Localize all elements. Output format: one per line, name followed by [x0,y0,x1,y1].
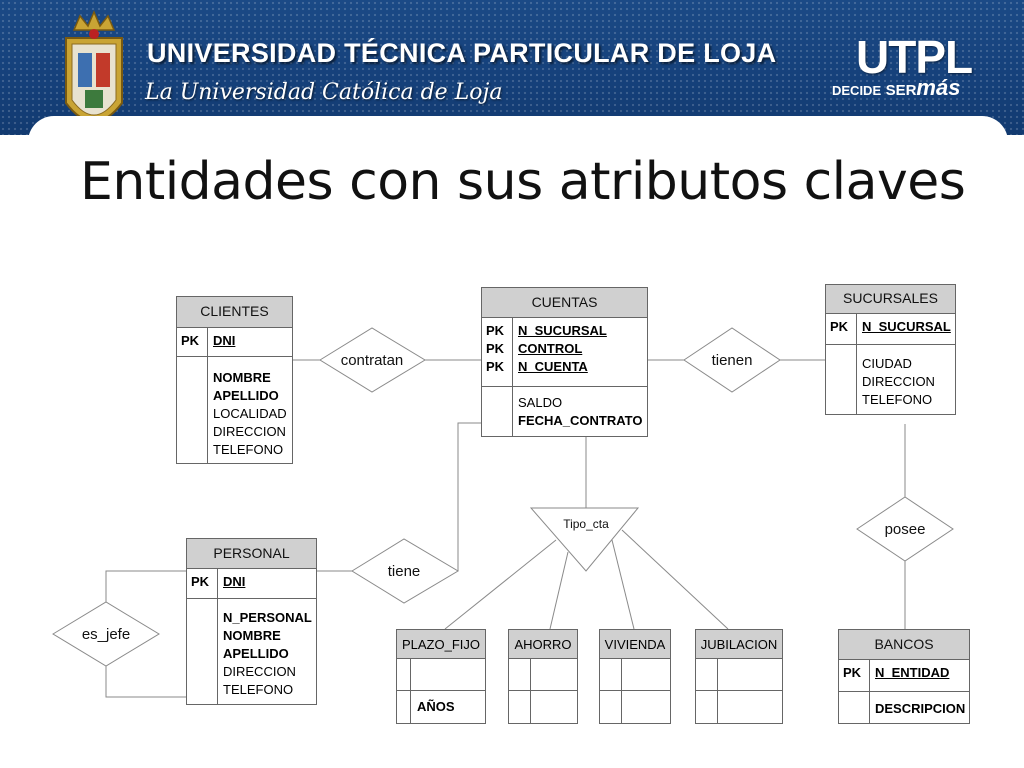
entity-bancos: BANCOS PK N_ENTIDAD DESCRIPCION [838,629,970,724]
subtype-vivienda-name: VIVIENDA [600,630,670,659]
diamond-tiene [351,538,459,604]
entity-cuentas: CUENTAS PK PK PK N_SUCURSAL CONTROL N_CU… [481,287,648,437]
attribute: N_PERSONAL [223,610,312,625]
banner-texture [0,0,1024,135]
key-attribute: N_CUENTA [518,359,588,374]
banner-white-curve [28,116,1008,176]
attribute: APELLIDO [213,388,279,403]
line-personal-esjefe-top [105,570,186,602]
diamond-es-jefe [52,601,160,667]
line-tipocta-ahorro [549,551,569,630]
line-tipocta-jubilacion [621,529,729,630]
key-attribute: DNI [213,333,236,348]
pk-label: PK [191,574,210,589]
entity-sucursales-name: SUCURSALES [826,285,955,314]
key-attribute: N_SUCURSAL [518,323,607,338]
slogan-decide: DECIDE [832,83,882,98]
entity-personal: PERSONAL PK DNI N_PERSONAL NOMBRE APELLI… [186,538,317,705]
attribute: AÑOS [417,699,455,714]
subtype-ahorro-name: AHORRO [509,630,577,659]
label-contratan: contratan [341,352,404,369]
line-cuentas-tiene [457,422,481,571]
pk-label: PK [181,333,200,348]
slogan-mas: más [916,75,961,100]
attribute: TELEFONO [213,442,284,457]
key-attribute: N_ENTIDAD [875,665,950,680]
attribute: CIUDAD [862,356,912,371]
entity-clientes: CLIENTES PK DNI NOMBRE APELLIDO LOCALIDA… [176,296,293,464]
label-tienen: tienen [712,352,753,369]
label-tipo-cta: Tipo_cta [563,517,609,531]
slogan-ser: SER [885,82,917,99]
triangle-tipo-cta [529,507,640,572]
pk-label: PK [486,323,505,338]
label-tiene: tiene [388,563,421,580]
slide-title: Entidades con sus atributos claves [80,152,966,212]
subtype-plazo-fijo: PLAZO_FIJO AÑOS [396,629,486,724]
diamond-posee [856,496,954,562]
subtype-ahorro: AHORRO [508,629,578,724]
attribute: APELLIDO [223,646,289,661]
subtype-jubilacion: JUBILACION [695,629,783,724]
attribute: DESCRIPCION [875,701,966,716]
attribute: LOCALIDAD [213,406,287,421]
attribute: TELEFONO [223,682,294,697]
diamond-tienen [683,327,781,393]
entity-personal-name: PERSONAL [187,539,316,569]
attribute: NOMBRE [223,628,281,643]
subtype-jubilacion-name: JUBILACION [696,630,782,659]
line-tipocta-plazofijo [444,539,557,630]
attribute: NOMBRE [213,370,271,385]
subtype-plazo-fijo-name: PLAZO_FIJO [397,630,485,659]
label-es-jefe: es_jefe [82,626,130,643]
pk-label: PK [486,359,505,374]
line-personal-esjefe-bottom [105,666,186,698]
label-posee: posee [885,521,926,538]
brand-logo: UTPL [856,31,973,83]
pk-label: PK [843,665,862,680]
key-attribute: DNI [223,574,246,589]
entity-sucursales: SUCURSALES PK N_SUCURSAL CIUDAD DIRECCIO… [825,284,956,415]
entity-bancos-name: BANCOS [839,630,969,660]
header-banner [0,0,1024,135]
university-name: UNIVERSIDAD TÉCNICA PARTICULAR DE LOJA [147,38,777,68]
attribute: DIRECCION [223,664,296,679]
diamond-contratan [319,327,426,393]
attribute: DIRECCION [213,424,286,439]
attribute: FECHA_CONTRATO [518,413,643,428]
university-crest-icon [58,8,130,153]
attribute: TELEFONO [862,392,933,407]
key-attribute: N_SUCURSAL [862,319,951,334]
entity-clientes-name: CLIENTES [177,297,292,328]
key-attribute: CONTROL [518,341,583,356]
line-tipocta-vivienda [611,539,635,630]
attribute: SALDO [518,395,563,410]
brand-slogan: DECIDE SERmás [832,75,960,101]
subtype-vivienda: VIVIENDA [599,629,671,724]
university-subtitle: La Universidad Católica de Loja [145,80,503,105]
entity-cuentas-name: CUENTAS [482,288,647,318]
pk-label: PK [486,341,505,356]
attribute: DIRECCION [862,374,935,389]
pk-label: PK [830,319,849,334]
